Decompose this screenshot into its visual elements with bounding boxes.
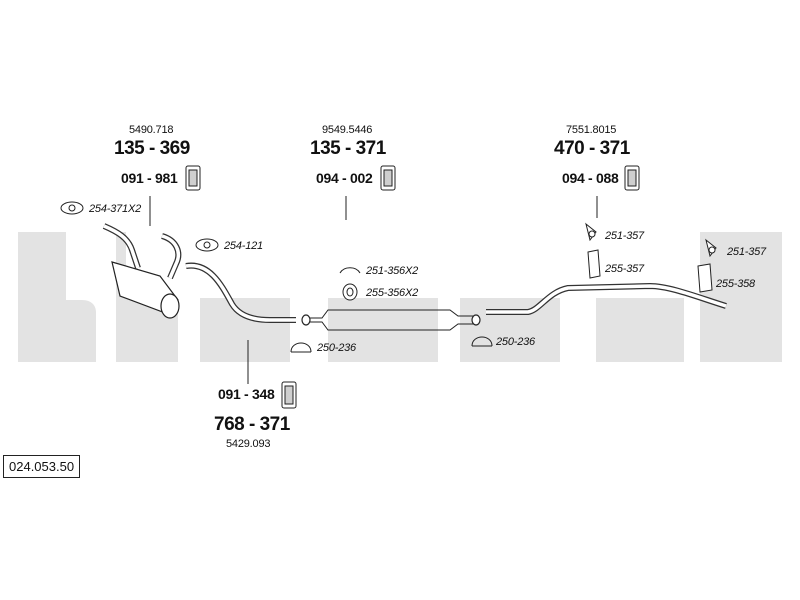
part-number-right: 470 - 371 xyxy=(554,138,630,159)
bracket-2-label: 251-357 xyxy=(727,246,766,258)
gasket-left-icon xyxy=(60,201,84,215)
clamp-left-icon xyxy=(290,342,312,353)
hanger-bottom-icon xyxy=(281,381,297,409)
ring-mid-icon xyxy=(342,283,358,301)
hanger-icons xyxy=(185,165,640,409)
bracket-1-label: 251-357 xyxy=(605,230,644,242)
hanger-number-left: 091 - 981 xyxy=(121,170,178,186)
middle-muffler xyxy=(301,309,481,331)
reference-number: 024.053.50 xyxy=(3,455,81,478)
clamp-mid-top-icon xyxy=(339,267,361,274)
bracket-1-icon xyxy=(585,222,597,242)
oem-number-left: 5490.718 xyxy=(129,124,174,136)
hanger-number-middle: 094 - 002 xyxy=(316,170,373,186)
small-parts-icons xyxy=(60,201,717,353)
front-manifold xyxy=(102,223,296,323)
gasket-mid-icon xyxy=(195,238,219,252)
ring-mid-label: 255-356X2 xyxy=(366,287,419,299)
hanger-number-right: 094 - 088 xyxy=(562,170,619,186)
strap-2-label: 255-358 xyxy=(716,278,755,290)
oem-number-middle: 9549.5446 xyxy=(322,124,373,136)
part-number-left: 135 - 369 xyxy=(114,138,190,159)
oem-number-right: 7551.8015 xyxy=(566,124,617,136)
bracket-2-icon xyxy=(705,238,717,258)
gasket-mid-label: 254-121 xyxy=(224,240,263,252)
hanger-left-icon xyxy=(185,165,201,191)
hanger-right-icon xyxy=(624,165,640,191)
clamp-right-label: 250-236 xyxy=(496,336,535,348)
clamp-left-label: 250-236 xyxy=(317,342,356,354)
part-number-bottom: 768 - 371 xyxy=(214,414,290,435)
strap-1-label: 255-357 xyxy=(605,263,644,275)
strap-1-icon xyxy=(587,249,601,279)
strap-2-icon xyxy=(697,263,713,293)
clamp-right-icon xyxy=(471,336,493,347)
hanger-middle-icon xyxy=(380,165,396,191)
clamp-mid-top-label: 251-356X2 xyxy=(366,265,419,277)
gasket-left-label: 254-371X2 xyxy=(89,203,142,215)
rear-pipe xyxy=(486,282,727,315)
part-number-middle: 135 - 371 xyxy=(310,138,386,159)
leader-lines xyxy=(149,196,598,384)
hanger-number-bottom: 091 - 348 xyxy=(218,386,275,402)
oem-number-bottom: 5429.093 xyxy=(226,438,271,450)
